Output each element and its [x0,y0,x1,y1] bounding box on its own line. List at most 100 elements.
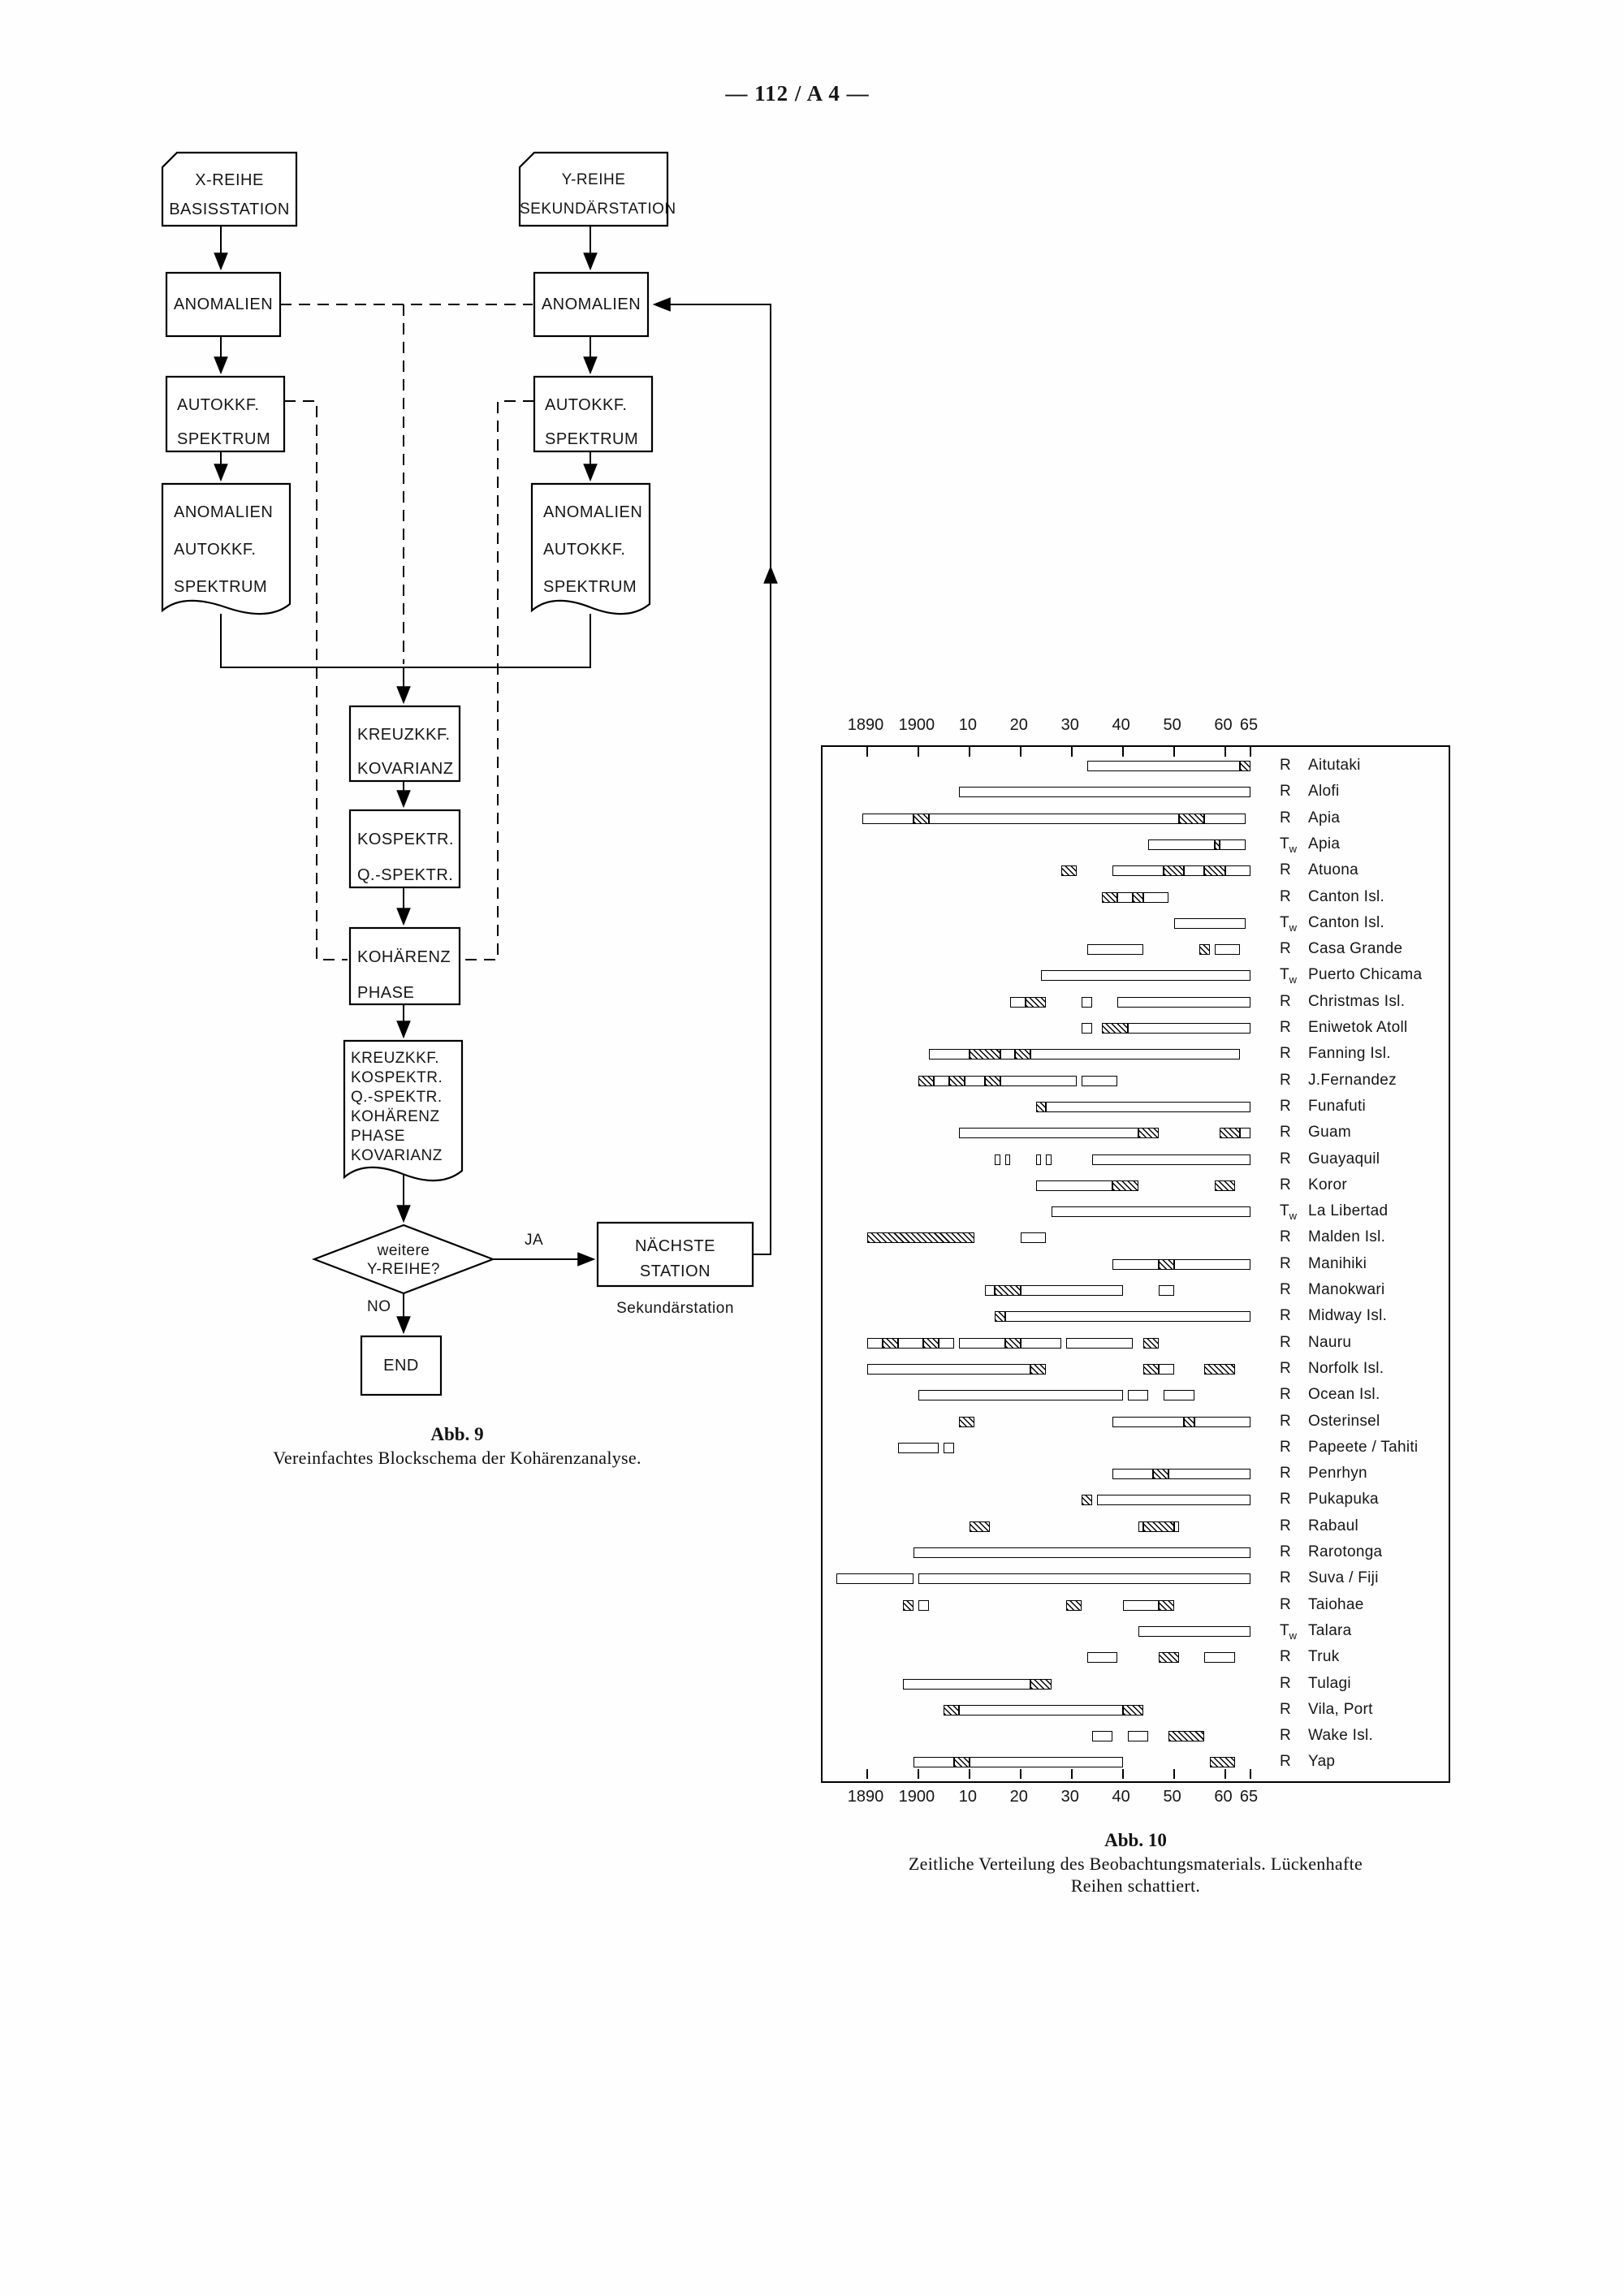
timeline-bar-segment [1178,813,1205,824]
timeline-bar-segment [944,1704,960,1716]
station-type-label: R [1280,1753,1291,1771]
timeline-bar-segment [1046,1101,1250,1112]
timeline-bar-segment [1158,1285,1174,1296]
station-type-label: R [1280,1700,1291,1718]
station-type-label: R [1280,992,1291,1010]
timeline-bar-segment [862,813,914,824]
timeline-bar-segment [867,1232,975,1244]
timeline-bar-segment [1194,1416,1250,1427]
timeline-bar-segment [928,1049,970,1060]
node-document-y: ANOMALIEN AUTOKKF. SPEKTRUM [543,494,642,606]
station-name-label: Midway Isl. [1308,1307,1388,1325]
timeline-bar-segment [903,1599,914,1611]
timeline-bar-segment [867,1363,1031,1375]
node-text-line: SEKUNDÄRSTATION [520,201,676,218]
timeline-bar-segment [1220,1128,1241,1139]
timeline-bar-segment [1020,1337,1062,1349]
station-name-label: Alofi [1308,783,1340,801]
timeline-bar-segment [1112,865,1164,877]
station-type-label: R [1280,1307,1291,1325]
anomalien-x-box [165,271,282,338]
station-name-label: Tulagi [1308,1674,1351,1692]
timeline-bar-segment [1214,944,1241,956]
timeline-bar-segment [867,1337,883,1349]
timeline-bar-segment [928,813,1179,824]
node-text-line: AUTOKKF. [174,541,257,559]
station-name-label: Guam [1308,1124,1351,1142]
axis-tick-label: 50 [1163,716,1181,734]
timeline-bar-segment [939,1337,954,1349]
timeline-bar-segment [1046,1154,1052,1165]
node-text-line: KOHÄRENZ [357,948,451,966]
timeline-bar-segment [1004,1154,1011,1165]
edge-label-ja: JA [525,1232,544,1249]
station-name-label: Osterinsel [1308,1412,1380,1430]
timeline-bar-segment [1158,1363,1174,1375]
caption-abb9: Abb. 9 Vereinfachtes Blockschema der Koh… [132,1422,782,1469]
axis-tick [1070,1769,1073,1779]
timeline-bar-segment [1204,1652,1236,1664]
naechste-station-box [596,1221,754,1288]
timeline-bar-segment [1158,1652,1179,1664]
timeline-bar-segment [1138,1521,1143,1532]
timeline-bar-segment [933,1075,949,1086]
station-name-label: Apia [1308,835,1341,852]
node-text-line: KOVARIANZ [351,1147,443,1164]
station-type-label: R [1280,1150,1291,1167]
station-type-label: R [1280,1045,1291,1063]
station-type-label: R [1280,783,1291,801]
caption-abb9-text: Vereinfachtes Blockschema der Kohärenzan… [273,1448,641,1468]
node-kospektr-qspektr: KOSPEKTR. Q.-SPEKTR. [357,822,454,893]
station-type-label: R [1280,1281,1291,1298]
timeline-bar-segment [918,1573,1250,1585]
timeline-bar-segment [1066,1599,1082,1611]
timeline-bar-segment [984,1285,996,1296]
axis-tick-label: 10 [958,716,977,734]
timeline-bar-segment [1010,996,1026,1008]
y-series-card-shape [518,151,669,227]
timeline-bar-segment [1214,1180,1236,1191]
axis-tick-label: 65 [1239,716,1259,734]
timeline-bar-segment [1035,1154,1041,1165]
timeline-bar-segment [959,1416,975,1427]
timeline-bar-segment [1035,1101,1047,1112]
timeline-bar-segment [1133,891,1143,903]
timeline-bar-segment [1142,1337,1159,1349]
station-name-label: Funafuti [1308,1097,1367,1115]
timeline-bar-segment [1102,1023,1128,1034]
station-type-label: R [1280,757,1291,774]
timeline-bar-segment [1091,1154,1250,1165]
axis-tick-label: 50 [1163,1788,1181,1806]
axis-tick-label: 40 [1112,716,1130,734]
station-type-label: R [1280,1097,1291,1115]
flow-shapes [161,151,754,1396]
axis-tick [1173,1769,1175,1779]
station-type-label: R [1280,1019,1291,1036]
timeline-bar-segment [1153,1469,1169,1480]
axis-tick-label: 65 [1239,1788,1259,1806]
station-type-label: Tw [1280,1202,1297,1222]
timeline-bar-segment [995,1311,1005,1323]
timeline-bar-segment [897,1442,939,1453]
timeline-bar-segment [1004,1337,1021,1349]
timeline-bar-segment [1000,1075,1077,1086]
station-name-label: Eniwetok Atoll [1308,1019,1408,1036]
flow-arrows [214,226,778,1335]
axis-tick [917,1769,919,1779]
timeline-bar-segment [1020,1232,1047,1244]
station-name-label: Canton Isl. [1308,887,1385,905]
axis-tick [1019,747,1021,757]
station-name-label: Guayaquil [1308,1150,1380,1167]
station-name-label: Papeete / Tahiti [1308,1438,1419,1456]
node-text-line: PHASE [351,1128,405,1145]
station-type-label: R [1280,1674,1291,1692]
station-name-label: Christmas Isl. [1308,992,1406,1010]
node-text-line: KREUZKKF. [351,1050,440,1067]
node-text-line: Y-REIHE [561,171,626,188]
flow-dashed-links [280,304,534,960]
timeline-bar-segment [1117,891,1134,903]
station-name-label: Penrhyn [1308,1465,1367,1482]
station-type-label: R [1280,1543,1291,1560]
